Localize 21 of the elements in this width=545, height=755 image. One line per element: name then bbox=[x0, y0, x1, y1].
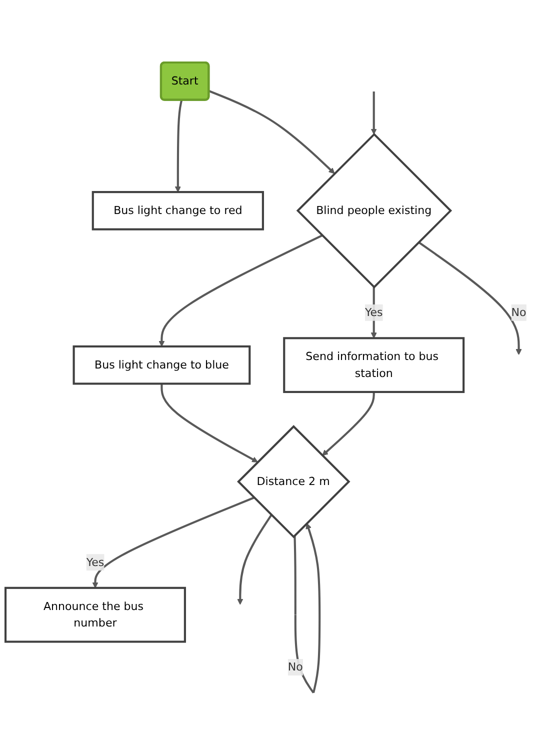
arrow bbox=[370, 286, 377, 338]
node-box: Bus light change to blue bbox=[72, 345, 251, 385]
node-diamond: Blind people existing bbox=[296, 132, 452, 288]
arrow bbox=[322, 392, 375, 456]
node-box: Announce the bus number bbox=[4, 586, 186, 643]
arrow bbox=[174, 100, 183, 192]
node-box: Send information to bus station bbox=[283, 336, 465, 393]
arrow bbox=[370, 91, 377, 134]
arrow bbox=[418, 241, 522, 355]
edge-label: No bbox=[511, 306, 526, 319]
arrow bbox=[158, 234, 323, 346]
arrow bbox=[92, 496, 254, 588]
node-box: Bus light change to red bbox=[92, 190, 264, 230]
node-diamond: Distance 2 m bbox=[237, 424, 350, 538]
edge-label: Yes bbox=[364, 306, 383, 319]
arrow bbox=[208, 90, 335, 174]
arrow bbox=[294, 522, 321, 694]
arrow bbox=[160, 383, 258, 462]
arrow bbox=[237, 514, 272, 605]
edge-label: Yes bbox=[86, 555, 104, 568]
edge-label: No bbox=[288, 660, 303, 674]
